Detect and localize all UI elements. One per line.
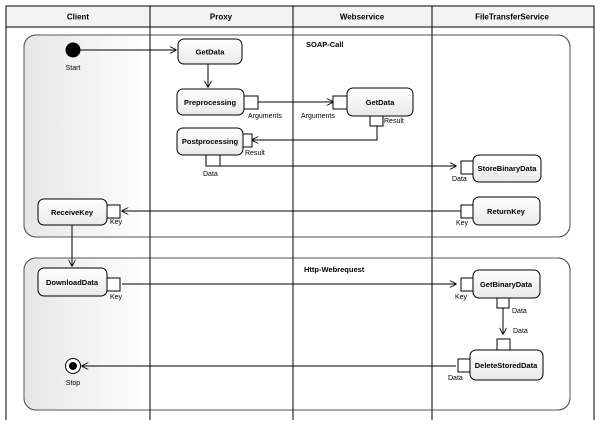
region-label-http-webrequest: Http-Webrequest [304,265,365,274]
flow-result [252,126,378,140]
pin-label-ws-in: Arguments [301,113,335,120]
lane-dividers [5,6,595,420]
svg-text:GetBinaryData: GetBinaryData [480,280,533,289]
pin-delete-in-top [496,338,511,351]
pin-label-pre-out: Arguments [248,113,282,120]
action-return-key: ReturnKey [472,196,541,226]
pin-label-receive-in: Key [110,219,123,226]
lane-title-webservice: Webservice [340,13,385,22]
action-receive-key: ReceiveKey [37,198,108,226]
pin-preprocessing-out [243,95,259,110]
action-preprocessing: Preprocessing [176,88,245,116]
pin-postprocessing-in [242,133,253,148]
lane-title-client: Client [67,13,90,22]
svg-text:StoreBinaryData: StoreBinaryData [478,164,538,173]
pin-label-download-out: Key [110,294,123,301]
flows [72,50,503,366]
swimlane-header: Client Proxy Webservice FileTransferServ… [5,5,595,28]
start-label: Start [66,65,81,72]
pin-download-out [106,277,121,292]
pin-label-post-out: Data [203,171,218,178]
action-store-binary-data: StoreBinaryData [472,154,542,183]
pin-getbinary-out [496,297,510,309]
pin-label-ws-out: Result [384,118,404,125]
action-postprocessing: Postprocessing [176,127,244,156]
stop-node: Stop [65,358,81,387]
svg-text:DownloadData: DownloadData [46,278,99,287]
action-getdata-proxy: GetData [177,38,243,65]
lane-title-filetransferservice: FileTransferService [475,13,549,22]
pin-return-out [460,204,474,219]
pin-label-getbin-out: Data [512,308,527,315]
pins [106,95,511,373]
lane-title-proxy: Proxy [210,13,233,22]
pin-label-return-out: Key [456,220,469,227]
action-download-data: DownloadData [37,267,108,297]
action-get-binary-data: GetBinaryData [472,269,541,299]
svg-text:Postprocessing: Postprocessing [182,137,239,146]
pin-getdata-ws-out [369,115,384,127]
region-soap-call: SOAP-Call [23,34,571,238]
pin-label-delete-out: Data [448,375,463,382]
svg-text:ReturnKey: ReturnKey [487,207,526,216]
pin-label-post-in: Result [245,150,265,157]
pin-getbinary-in [460,277,474,292]
pin-labels: Arguments Arguments Result Result Data D… [110,113,528,382]
pin-postprocessing-out [205,154,221,167]
pin-delete-in-left [457,358,471,373]
region-label-soap-call: SOAP-Call [306,40,344,49]
action-getdata-webservice: GetData [346,87,414,117]
pin-store-in [460,160,474,175]
pin-label-delete-in-top: Data [513,328,528,335]
svg-text:Preprocessing: Preprocessing [184,98,237,107]
svg-text:GetData: GetData [196,48,226,57]
stop-label: Stop [66,380,81,387]
svg-text:ReceiveKey: ReceiveKey [51,208,94,217]
svg-text:DeleteStoredData: DeleteStoredData [475,361,538,370]
pin-label-store-in: Data [452,176,467,183]
start-node: Start [65,42,81,72]
pin-getdata-ws-in [332,95,348,110]
action-delete-stored-data: DeleteStoredData [469,349,544,381]
svg-text:GetData: GetData [366,98,396,107]
pin-receive-in [106,204,121,219]
pin-label-getbin-in: Key [455,294,468,301]
